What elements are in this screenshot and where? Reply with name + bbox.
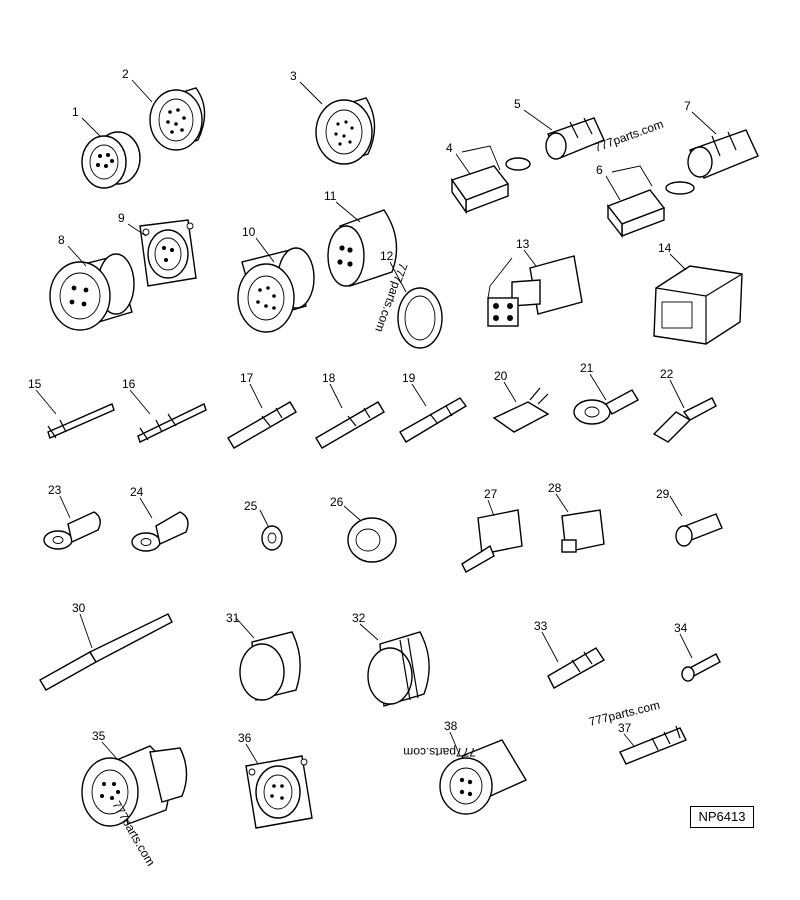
callout-31: 31	[226, 611, 240, 625]
part-8-circular-connector	[49, 253, 135, 331]
part-21-ring-terminal	[573, 389, 639, 425]
part-16-pin-terminal	[137, 403, 207, 443]
callout-28: 28	[548, 481, 562, 495]
callout-36: 36	[238, 731, 252, 745]
callout-1: 1	[72, 105, 79, 119]
callout-23: 23	[48, 483, 62, 497]
callout-24: 24	[130, 485, 144, 499]
part-1-circular-connector	[81, 131, 141, 189]
part-20-flat-terminal	[492, 387, 550, 433]
callout-9: 9	[118, 211, 125, 225]
callout-11: 11	[324, 189, 337, 203]
part-4-flat-connector	[450, 157, 531, 215]
callout-21: 21	[580, 361, 594, 375]
part-12-coupling-ring	[397, 287, 443, 349]
callout-38: 38	[444, 719, 458, 733]
part-37-socket-terminal	[619, 725, 687, 765]
part-35-circular-connector	[81, 745, 188, 827]
part-33-socket-terminal	[547, 647, 606, 689]
callout-30: 30	[72, 601, 86, 615]
callout-8: 8	[58, 233, 65, 247]
callout-17: 17	[240, 371, 254, 385]
part-23-ring-terminal	[43, 511, 101, 550]
part-2-circular-connector	[149, 87, 206, 151]
callout-2: 2	[122, 67, 129, 81]
part-9-flange-connector	[139, 219, 197, 287]
callout-34: 34	[674, 621, 688, 635]
callout-22: 22	[660, 367, 674, 381]
part-19-flat-terminal	[399, 397, 468, 443]
part-15-pin-terminal	[47, 403, 115, 439]
callout-18: 18	[322, 371, 336, 385]
callout-16: 16	[122, 377, 136, 391]
part-17-socket-terminal	[227, 401, 297, 449]
part-25-seal	[261, 525, 283, 551]
callout-4: 4	[446, 141, 453, 155]
callout-27: 27	[484, 487, 498, 501]
part-14-housing	[653, 265, 743, 345]
callout-10: 10	[242, 225, 256, 239]
part-26-grommet	[347, 517, 397, 563]
callout-32: 32	[352, 611, 366, 625]
part-22-flag-terminal	[652, 397, 717, 443]
callout-26: 26	[330, 495, 344, 509]
callout-33: 33	[534, 619, 548, 633]
part-31-connector-cover	[239, 631, 301, 701]
diagram-code-label: NP6413	[690, 806, 754, 828]
callout-14: 14	[658, 241, 672, 255]
part-24-ring-terminal	[131, 511, 189, 552]
part-10-circular-connector	[237, 247, 315, 333]
callout-15: 15	[28, 377, 42, 391]
leader-lines	[35, 79, 717, 765]
part-11-connector-body	[327, 209, 398, 287]
callout-7: 7	[684, 99, 691, 113]
part-6-flat-connector	[606, 181, 695, 239]
part-38-sealed-housing	[439, 739, 528, 815]
part-3-circular-connector	[315, 97, 376, 165]
part-29-seal-plug	[675, 513, 723, 547]
part-30-terminal-lead	[39, 613, 173, 691]
part-28-flat-housing	[561, 509, 605, 553]
callout-29: 29	[656, 487, 670, 501]
part-18-socket-terminal	[315, 401, 385, 449]
part-5-sealed-connector	[545, 117, 605, 160]
part-7-sealed-connector	[687, 129, 759, 179]
callout-19: 19	[402, 371, 416, 385]
part-27-flat-housing	[461, 509, 523, 573]
callout-25: 25	[244, 499, 258, 513]
watermark-1: 777parts.com	[592, 117, 665, 155]
callout-35: 35	[92, 729, 106, 743]
callout-37: 37	[618, 721, 632, 735]
part-36-flange-connector	[245, 755, 313, 829]
part-34-pin	[681, 653, 721, 682]
callout-13: 13	[516, 237, 530, 251]
part-32-connector-cover	[367, 631, 430, 707]
callout-5: 5	[514, 97, 521, 111]
callout-6: 6	[596, 163, 603, 177]
part-13-four-way-connector	[487, 255, 583, 327]
callout-3: 3	[290, 69, 297, 83]
callout-labels: 1 2 3 4 5 6 7 8 9 10 11 12 13 14 15 16 1…	[28, 67, 691, 745]
watermark-4: 777parts.com	[403, 745, 476, 759]
callout-20: 20	[494, 369, 508, 383]
callout-12: 12	[380, 249, 394, 263]
